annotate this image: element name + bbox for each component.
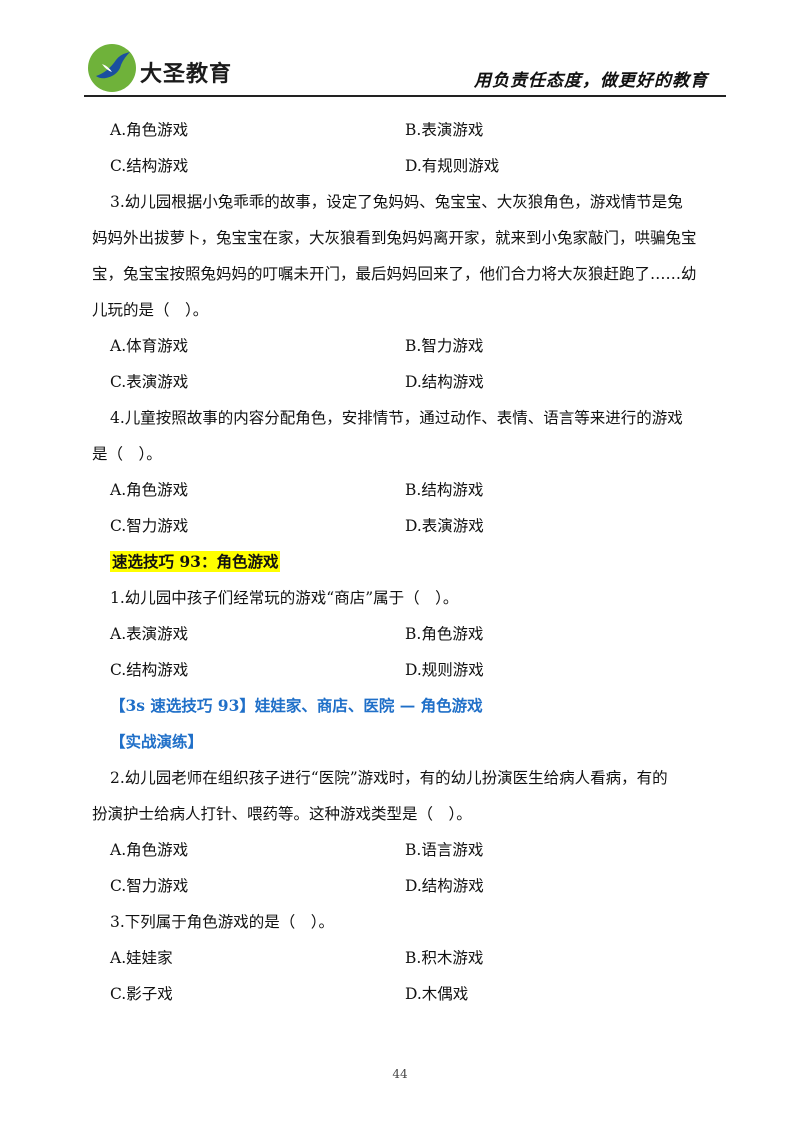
option-a: A.娃娃家 xyxy=(110,949,173,967)
option-row: A.娃娃家 B.积木游戏 xyxy=(110,940,720,976)
option-a: A.角色游戏 xyxy=(110,841,189,859)
question-line: 2.幼儿园老师在组织孩子进行“医院”游戏时，有的幼儿扮演医生给病人看病，有的 xyxy=(110,769,668,787)
swallow-logo-icon xyxy=(88,44,136,92)
tip-heading: 速选技巧 93：角色游戏 xyxy=(110,544,720,580)
question-4-stem: 4.儿童按照故事的内容分配角色，安排情节，通过动作、表情、语言等来进行的游戏 是… xyxy=(92,400,720,472)
option-a: A.体育游戏 xyxy=(110,337,189,355)
tip-title: 速选技巧 93：角色游戏 xyxy=(110,551,281,572)
option-row: C.影子戏 D.木偶戏 xyxy=(110,976,720,1012)
option-row: C.智力游戏 D.表演游戏 xyxy=(110,508,720,544)
option-d: D.结构游戏 xyxy=(405,877,484,895)
option-a: A.角色游戏 xyxy=(110,121,189,139)
option-row: A.角色游戏 B.表演游戏 xyxy=(110,112,720,148)
option-c: C.表演游戏 xyxy=(110,373,189,391)
option-c: C.结构游戏 xyxy=(110,661,189,679)
option-b: B.积木游戏 xyxy=(405,949,484,967)
option-a: A.表演游戏 xyxy=(110,625,189,643)
option-b: B.智力游戏 xyxy=(405,337,484,355)
option-row: A.角色游戏 B.语言游戏 xyxy=(110,832,720,868)
page-number: 44 xyxy=(392,1067,408,1081)
option-c: C.影子戏 xyxy=(110,985,173,1003)
option-a: A.角色游戏 xyxy=(110,481,189,499)
option-d: D.表演游戏 xyxy=(405,517,484,535)
option-row: A.表演游戏 B.角色游戏 xyxy=(110,616,720,652)
option-row: C.结构游戏 D.有规则游戏 xyxy=(110,148,720,184)
question-line: 是（ ）。 xyxy=(92,445,162,463)
question-2-stem: 2.幼儿园老师在组织孩子进行“医院”游戏时，有的幼儿扮演医生给病人看病，有的 扮… xyxy=(92,760,720,832)
question-line: 妈妈外出拔萝卜，兔宝宝在家，大灰狼看到兔妈妈离开家，就来到小兔家敲门，哄骗兔宝 xyxy=(92,229,697,247)
question-line: 3.幼儿园根据小兔乖乖的故事，设定了兔妈妈、兔宝宝、大灰狼角色，游戏情节是兔 xyxy=(110,193,683,211)
option-row: C.智力游戏 D.结构游戏 xyxy=(110,868,720,904)
tip-summary-text: 娃娃家、商店、医院 — 角色游戏 xyxy=(254,696,483,715)
option-d: D.规则游戏 xyxy=(405,661,484,679)
option-row: C.表演游戏 D.结构游戏 xyxy=(110,364,720,400)
page-content: A.角色游戏 B.表演游戏 C.结构游戏 D.有规则游戏 3.幼儿园根据小兔乖乖… xyxy=(92,112,720,1012)
question-line: 4.儿童按照故事的内容分配角色，安排情节，通过动作、表情、语言等来进行的游戏 xyxy=(110,409,683,427)
option-b: B.角色游戏 xyxy=(405,625,484,643)
tip-summary: 【3s 速选技巧 93】娃娃家、商店、医院 — 角色游戏 xyxy=(110,688,720,724)
question-1-stem: 1.幼儿园中孩子们经常玩的游戏“商店”属于（ ）。 xyxy=(110,589,459,607)
option-d: D.木偶戏 xyxy=(405,985,469,1003)
header-slogan: 用负责任态度，做更好的教育 xyxy=(474,71,708,91)
question-3-stem: 3.幼儿园根据小兔乖乖的故事，设定了兔妈妈、兔宝宝、大灰狼角色，游戏情节是兔 妈… xyxy=(92,184,720,328)
option-c: C.智力游戏 xyxy=(110,877,189,895)
header-divider xyxy=(84,95,726,97)
page-header: 大圣教育 用负责任态度，做更好的教育 xyxy=(0,0,800,100)
option-d: D.有规则游戏 xyxy=(405,157,500,175)
option-b: B.结构游戏 xyxy=(405,481,484,499)
option-row: C.结构游戏 D.规则游戏 xyxy=(110,652,720,688)
practice-label: 【实战演练】 xyxy=(110,732,204,751)
brand-name: 大圣教育 xyxy=(140,62,233,87)
brand-logo: 大圣教育 xyxy=(86,42,256,98)
question-line: 宝，兔宝宝按照兔妈妈的叮嘱未开门，最后妈妈回来了，他们合力将大灰狼赶跑了……幼 xyxy=(92,265,697,283)
question-line: 儿玩的是（ ）。 xyxy=(92,301,209,319)
option-row: A.角色游戏 B.结构游戏 xyxy=(110,472,720,508)
option-b: B.表演游戏 xyxy=(405,121,484,139)
option-c: C.结构游戏 xyxy=(110,157,189,175)
option-row: A.体育游戏 B.智力游戏 xyxy=(110,328,720,364)
option-d: D.结构游戏 xyxy=(405,373,484,391)
option-b: B.语言游戏 xyxy=(405,841,484,859)
option-c: C.智力游戏 xyxy=(110,517,189,535)
question-line: 扮演护士给病人打针、喂药等。这种游戏类型是（ ）。 xyxy=(92,805,472,823)
question-3b-stem: 3.下列属于角色游戏的是（ ）。 xyxy=(110,913,335,931)
tip-bracket-label: 【3s 速选技巧 93】 xyxy=(110,696,255,715)
